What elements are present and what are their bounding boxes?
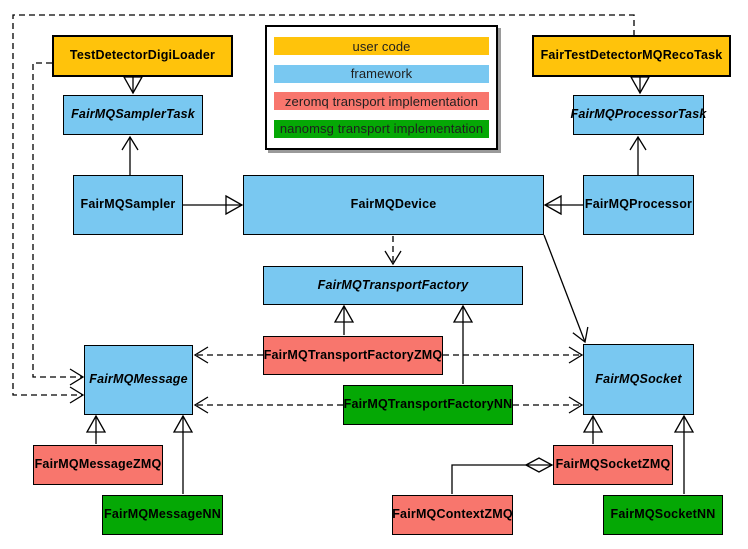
legend-items: user code framework zeromq transport imple…	[274, 37, 489, 138]
class-label: FairMQContextZMQ	[392, 507, 513, 522]
legend-item-framework: framework	[274, 64, 489, 83]
class-label: TestDetectorDigiLoader	[69, 48, 216, 63]
class-label: FairMQSampler	[80, 197, 176, 212]
class-box-fairmq-sampler-task: FairMQSamplerTask	[63, 95, 203, 135]
class-label: FairMQSamplerTask	[71, 107, 195, 122]
class-label: FairMQMessageNN	[104, 507, 221, 522]
class-box-fairmq-context-zmq: FairMQContextZMQ	[392, 495, 513, 535]
edge-fairmq-context-zmq-to-fairmq-socket-zmq	[451, 465, 552, 494]
class-label: FairMQMessageZMQ	[34, 457, 162, 472]
legend-item-zeromq: zeromq transport implementation	[274, 92, 489, 111]
class-box-test-detector-digi-loader: TestDetectorDigiLoader	[52, 35, 233, 77]
legend-item-nanomsg: nanomsg transport implementation	[274, 119, 489, 138]
class-box-fairmq-socket-nn: FairMQSocketNN	[603, 495, 723, 535]
class-box-fairmq-transport-factory: FairMQTransportFactory	[263, 266, 523, 305]
legend-label: zeromq transport implementation	[284, 93, 479, 109]
class-label: FairMQTransportFactory	[317, 277, 469, 292]
class-box-fairmq-processor-task: FairMQProcessorTask	[570, 95, 707, 135]
class-label: FairMQMessage	[89, 372, 188, 387]
class-box-fairmq-message-nn: FairMQMessageNN	[102, 495, 223, 535]
legend-label: framework	[350, 66, 413, 82]
class-box-fairmq-socket: FairMQSocket	[583, 344, 694, 415]
class-box-fairmq-transport-factory-nn: FairMQTransportFactoryNN	[343, 385, 513, 425]
legend: user code framework zeromq transport imple…	[265, 25, 498, 150]
class-label: FairMQProcessor	[584, 197, 693, 212]
class-label: FairTestDetectorMQRecoTask	[540, 48, 723, 63]
edge-test-detector-digi-loader-to-fairmq-message	[32, 62, 85, 386]
class-label: FairMQSocketNN	[610, 507, 716, 522]
edges-group	[12, 14, 695, 494]
edge-fair-test-detector-mq-reco-task-to-fairmq-message	[12, 14, 635, 404]
class-label: FairMQTransportFactoryNN	[343, 397, 513, 412]
class-label: FairMQSocketZMQ	[555, 457, 671, 472]
class-box-fairmq-sampler: FairMQSampler	[73, 175, 183, 235]
class-label: FairMQSocket	[595, 371, 682, 386]
class-box-fair-test-detector-mq-reco-task: FairTestDetectorMQRecoTask	[532, 35, 731, 77]
class-box-fairmq-message: FairMQMessage	[84, 345, 193, 415]
legend-label: nanomsg transport implementation	[279, 121, 484, 137]
edge-fairmq-device-to-fairmq-socket	[543, 234, 589, 344]
class-box-fairmq-message-zmq: FairMQMessageZMQ	[33, 445, 163, 485]
class-label: FairMQTransportFactoryZMQ	[263, 347, 443, 362]
class-box-fairmq-processor: FairMQProcessor	[583, 175, 694, 235]
class-box-fairmq-transport-factory-zmq: FairMQTransportFactoryZMQ	[263, 336, 443, 375]
legend-label: user code	[352, 38, 411, 54]
legend-item-user_code: user code	[274, 37, 489, 55]
class-box-fairmq-device: FairMQDevice	[243, 175, 544, 235]
class-label: FairMQProcessorTask	[570, 107, 707, 122]
class-box-fairmq-socket-zmq: FairMQSocketZMQ	[553, 445, 673, 485]
class-label: FairMQDevice	[350, 197, 437, 212]
